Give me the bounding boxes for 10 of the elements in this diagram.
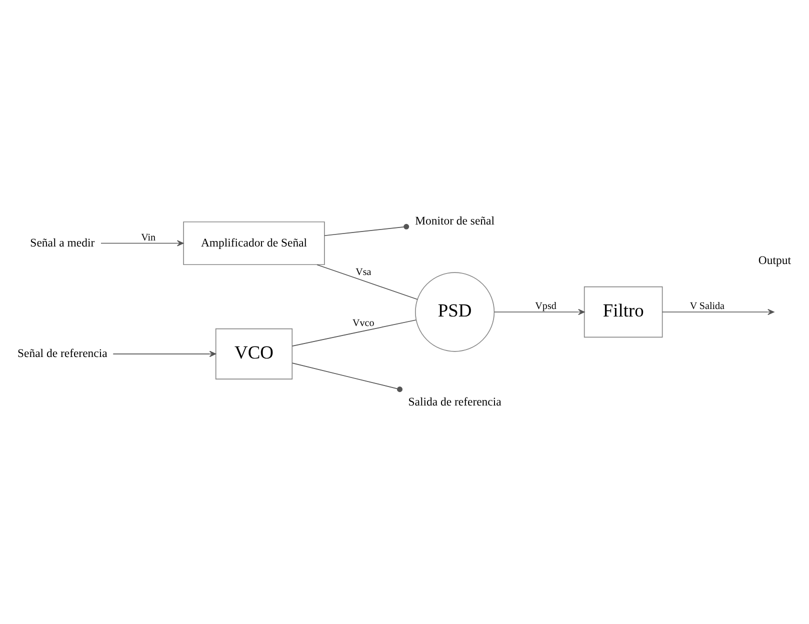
edge-label: Vvco	[352, 318, 374, 329]
node-text: Salida de referencia	[408, 396, 502, 409]
node-text: Señal de referencia	[18, 347, 108, 360]
node-text: Monitor de señal	[415, 214, 495, 228]
edge-label: Vpsd	[535, 301, 556, 312]
edge-label: Vsa	[356, 266, 372, 278]
node-text: Señal a medir	[30, 236, 95, 250]
label: Output	[758, 254, 791, 267]
edge-label: Vin	[141, 232, 156, 244]
edge-label: V Salida	[690, 301, 725, 312]
